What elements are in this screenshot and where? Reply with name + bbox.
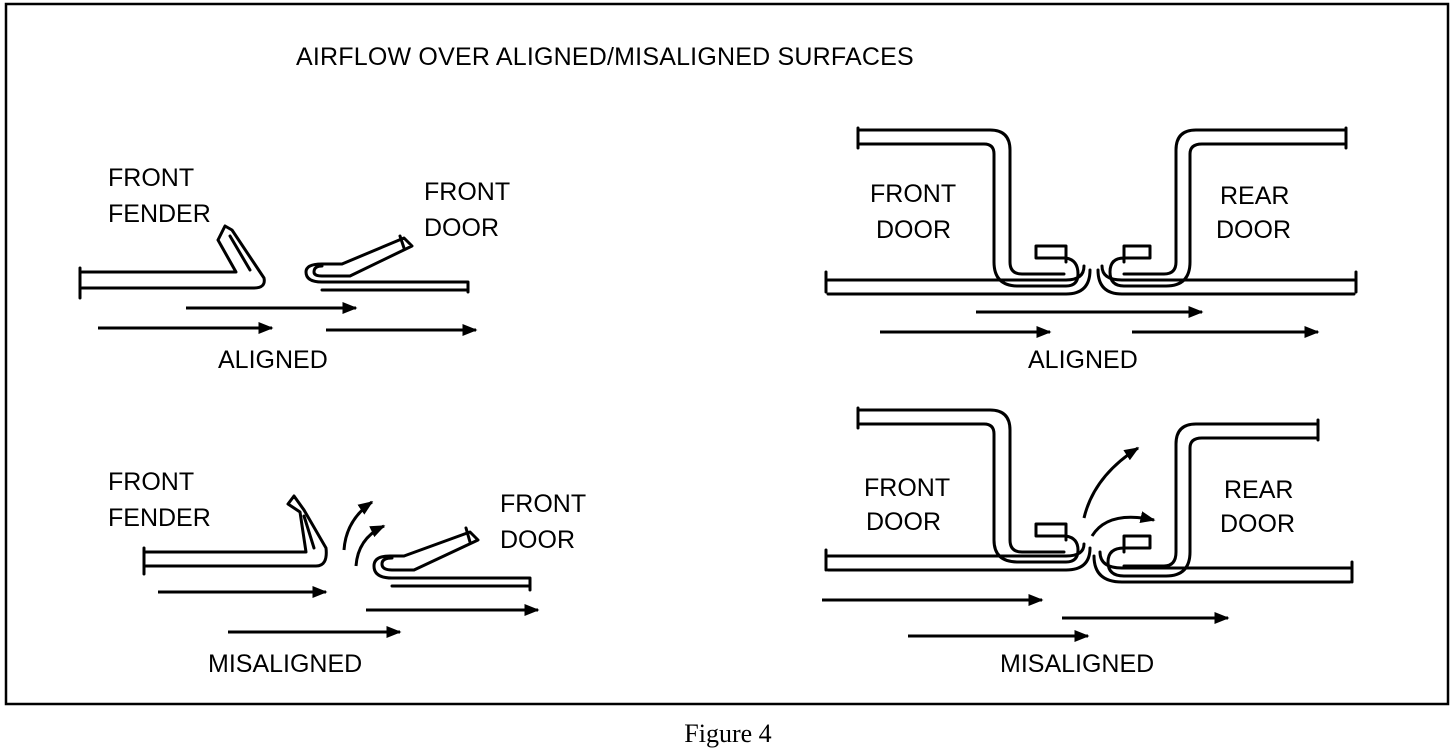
front-fender-panel [78,224,266,300]
label-rear-door-2: DOOR [1216,216,1291,244]
label-front-door-1: FRONT [864,474,950,502]
label-misaligned-left: MISALIGNED [208,650,362,678]
panel-top-right-aligned [824,126,1358,296]
label-front-door-2: DOOR [424,214,499,242]
arrows-bottom-left [158,500,540,638]
label-front-door-2: DOOR [500,526,575,554]
turbulence-arrow [342,500,374,551]
arrows-top-right [880,306,1320,338]
arrows-bottom-right [822,446,1230,642]
front-door-panel [304,236,470,294]
front-fender-panel [142,494,328,576]
label-front-fender-1: FRONT [108,468,194,496]
front-door-skin [824,542,1092,572]
front-door-panel [372,530,532,592]
figure-title: AIRFLOW OVER ALIGNED/MISALIGNED SURFACES [296,43,914,71]
label-front-door-1: FRONT [424,178,510,206]
turbulence-arrow [354,524,386,567]
label-front-door-2: DOOR [876,216,951,244]
label-front-door-2: DOOR [866,508,941,536]
figure-caption: Figure 4 [684,719,771,748]
front-door-skin [824,264,1092,296]
front-door-panel [856,406,1080,564]
turbulence-arrow [1082,446,1140,519]
figure-frame [4,2,1450,706]
front-fender-inner [228,234,252,272]
rear-door-panel [1108,126,1348,288]
turbulence-arrow [1090,511,1156,537]
label-aligned-left: ALIGNED [218,346,328,374]
panel-top-left-aligned [78,224,470,300]
rear-door-skin [1096,264,1358,296]
label-front-door-1: FRONT [870,180,956,208]
front-door-flange [464,526,472,544]
label-rear-door-1: REAR [1220,182,1289,210]
label-rear-door-2: DOOR [1220,510,1295,538]
front-fender-inner [302,514,316,550]
label-front-fender-1: FRONT [108,164,194,192]
label-rear-door-1: REAR [1224,476,1293,504]
label-aligned-right: ALIGNED [1028,346,1138,374]
label-front-fender-2: FENDER [108,200,211,228]
arrows-top-left [98,302,478,336]
panel-bottom-left-misaligned [142,494,532,592]
label-front-door-1: FRONT [500,490,586,518]
panel-bottom-right-misaligned [824,406,1354,584]
front-door-panel [856,126,1080,288]
rear-door-skin [1092,550,1354,584]
label-misaligned-right: MISALIGNED [1000,650,1154,678]
front-door-flange [398,234,406,250]
rear-door-panel [1106,418,1320,578]
label-front-fender-2: FENDER [108,504,211,532]
